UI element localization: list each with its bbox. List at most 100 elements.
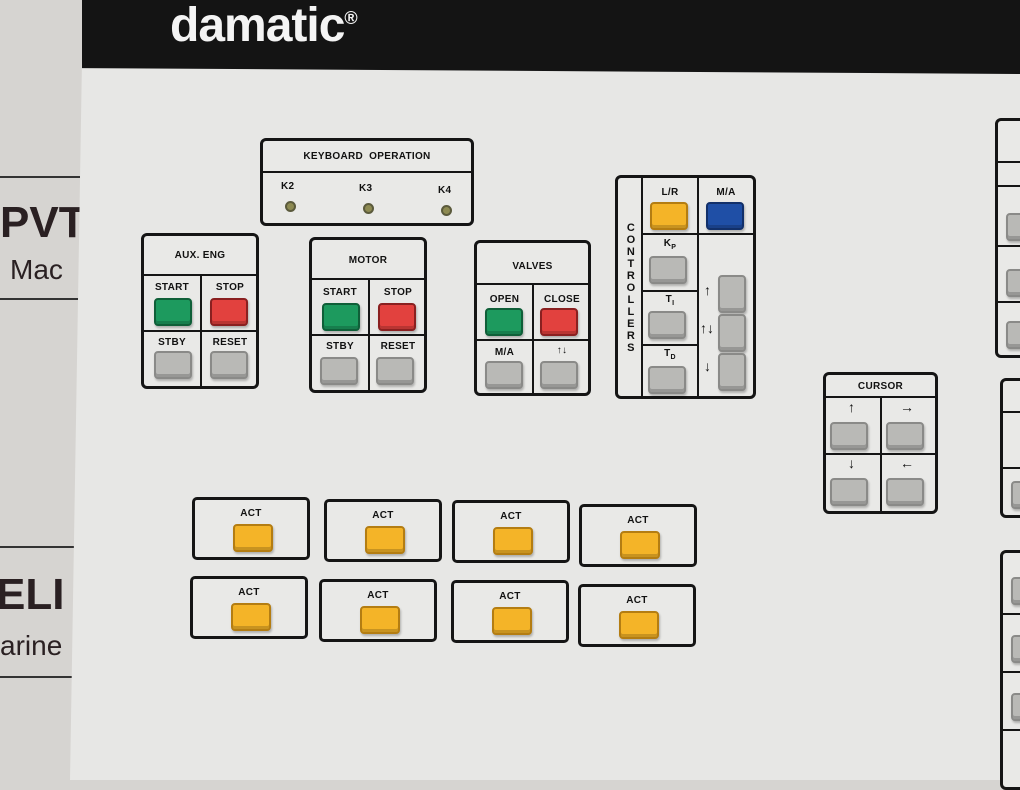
cursor-group: CURSOR ↑ → ↓ ← (823, 372, 938, 514)
act-group: ACT (451, 580, 569, 643)
divider (0, 176, 80, 178)
increase-button[interactable] (718, 275, 746, 313)
controllers-group: CONTROLLERS L/R M/A KP TI TD ↑ ↑↓ ↓ (615, 175, 756, 399)
aux-stby-button[interactable] (154, 351, 192, 379)
up-arrow-icon: ↑ (704, 282, 711, 298)
aux-reset-button[interactable] (210, 351, 248, 379)
kp-button[interactable] (649, 256, 687, 284)
ti-main: T (665, 294, 673, 305)
motor-start-button[interactable] (322, 303, 360, 331)
partial-button[interactable] (1006, 321, 1020, 349)
keyboard-operation-title: KEYBOARD OPERATION (303, 151, 431, 162)
reset-label: RESET (380, 341, 416, 352)
motor-reset-button[interactable] (376, 357, 414, 385)
divider (368, 278, 370, 390)
act-button[interactable] (492, 607, 532, 635)
motor-group: MOTOR START STOP STBY RESET (309, 237, 427, 393)
valve-up-down-button[interactable] (540, 361, 578, 389)
m-a-label: M/A (716, 187, 736, 198)
k4-indicator-led (441, 205, 452, 216)
act-button[interactable] (360, 606, 400, 634)
divider (1003, 671, 1020, 673)
act-button[interactable] (493, 527, 533, 555)
divider (1003, 411, 1020, 413)
ti-button[interactable] (648, 311, 686, 339)
damatic-logo: damatic® (170, 0, 358, 53)
td-label: TD (643, 348, 697, 361)
partial-button[interactable] (1011, 693, 1020, 721)
aux-eng-group: AUX. ENG START STOP STBY RESET (141, 233, 259, 389)
partial-button[interactable] (1011, 481, 1020, 509)
registered-mark: ® (344, 8, 357, 28)
reset-label: RESET (212, 337, 248, 348)
keyboard-operation-group: KEYBOARD OPERATION K2 K3 K4 (260, 138, 474, 226)
decrease-button[interactable] (718, 353, 746, 391)
valve-open-button[interactable] (485, 308, 523, 336)
divider (697, 178, 699, 396)
partial-button[interactable] (1006, 269, 1020, 297)
act-label: ACT (626, 595, 648, 606)
act-button[interactable] (620, 531, 660, 559)
motor-stop-button[interactable] (378, 303, 416, 331)
act-button[interactable] (365, 526, 405, 554)
motor-stby-button[interactable] (320, 357, 358, 385)
valve-close-button[interactable] (540, 308, 578, 336)
down-arrow-icon: ↓ (704, 358, 711, 374)
act-label: ACT (240, 508, 262, 519)
aux-stop-button[interactable] (210, 298, 248, 326)
td-button[interactable] (648, 366, 686, 394)
td-sub: D (670, 354, 676, 361)
up-down-arrow-icon: ↑↓ (700, 320, 714, 336)
divider (641, 178, 643, 396)
l-r-button[interactable] (650, 202, 688, 230)
partial-button[interactable] (1006, 213, 1020, 241)
right-partial-group (995, 118, 1020, 358)
stby-label: STBY (158, 337, 186, 348)
partial-button[interactable] (1011, 577, 1020, 605)
act-label: ACT (238, 587, 260, 598)
increase-decrease-button[interactable] (718, 314, 746, 352)
cursor-up-button[interactable] (830, 422, 868, 450)
partial-button[interactable] (1011, 635, 1020, 663)
act-group: ACT (324, 499, 442, 562)
stby-label: STBY (326, 341, 354, 352)
act-group: ACT (579, 504, 697, 567)
act-button[interactable] (231, 603, 271, 631)
k2-indicator-led (285, 201, 296, 212)
valves-group: VALVES OPEN CLOSE M/A ↑↓ (474, 240, 591, 396)
l-r-label: L/R (661, 187, 679, 198)
act-button[interactable] (619, 611, 659, 639)
aux-start-button[interactable] (154, 298, 192, 326)
stop-label: STOP (383, 287, 413, 298)
open-label: OPEN (489, 294, 520, 305)
kp-main: K (663, 238, 672, 249)
header-band (82, 0, 1020, 74)
valve-m-a-button[interactable] (485, 361, 523, 389)
stop-label: STOP (215, 282, 245, 293)
divider (880, 396, 882, 511)
aux-eng-title: AUX. ENG (174, 250, 226, 261)
cursor-left-button[interactable] (886, 478, 924, 506)
divider (0, 298, 80, 300)
cursor-up-icon: ↑ (848, 399, 855, 415)
divider (200, 274, 202, 386)
m-a-button[interactable] (706, 202, 744, 230)
sign-text: PVT. (0, 198, 93, 247)
valves-title: VALVES (512, 261, 553, 272)
divider (263, 171, 471, 173)
sign-text: Mac (10, 254, 63, 285)
cursor-down-icon: ↓ (848, 455, 855, 471)
act-label: ACT (627, 515, 649, 526)
motor-title: MOTOR (348, 255, 388, 266)
divider (641, 344, 697, 346)
ti-sub: I (672, 300, 675, 307)
divider (998, 161, 1020, 163)
act-label: ACT (372, 510, 394, 521)
close-label: CLOSE (544, 294, 580, 305)
divider (998, 301, 1020, 303)
k3-indicator-led (363, 203, 374, 214)
start-label: START (322, 287, 358, 298)
cursor-right-button[interactable] (886, 422, 924, 450)
act-button[interactable] (233, 524, 273, 552)
cursor-down-button[interactable] (830, 478, 868, 506)
